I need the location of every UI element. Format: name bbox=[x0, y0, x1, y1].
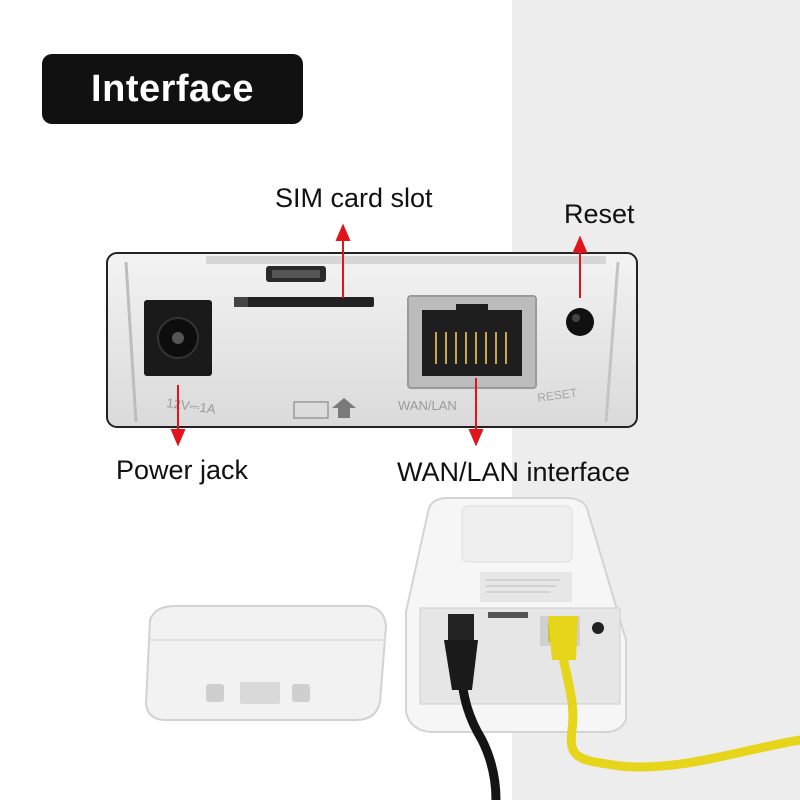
reset-label: Reset bbox=[564, 199, 635, 229]
wan-lan-print: WAN/LAN bbox=[398, 398, 457, 413]
reset-button bbox=[566, 308, 594, 336]
power-jack-label: Power jack bbox=[116, 455, 249, 485]
sim-slot bbox=[234, 297, 374, 307]
router-body bbox=[405, 497, 627, 733]
detached-cover-cap bbox=[144, 605, 388, 721]
title-badge: Interface bbox=[42, 54, 303, 124]
sim-card-slot-label: SIM card slot bbox=[275, 183, 433, 213]
reset-print: RESET bbox=[536, 385, 578, 405]
port-panel-closeup: 12V⎓1A WAN/LAN RESET bbox=[106, 252, 638, 428]
wan-lan-interface-label: WAN/LAN interface bbox=[397, 457, 631, 487]
page-title: Interface bbox=[91, 67, 254, 110]
